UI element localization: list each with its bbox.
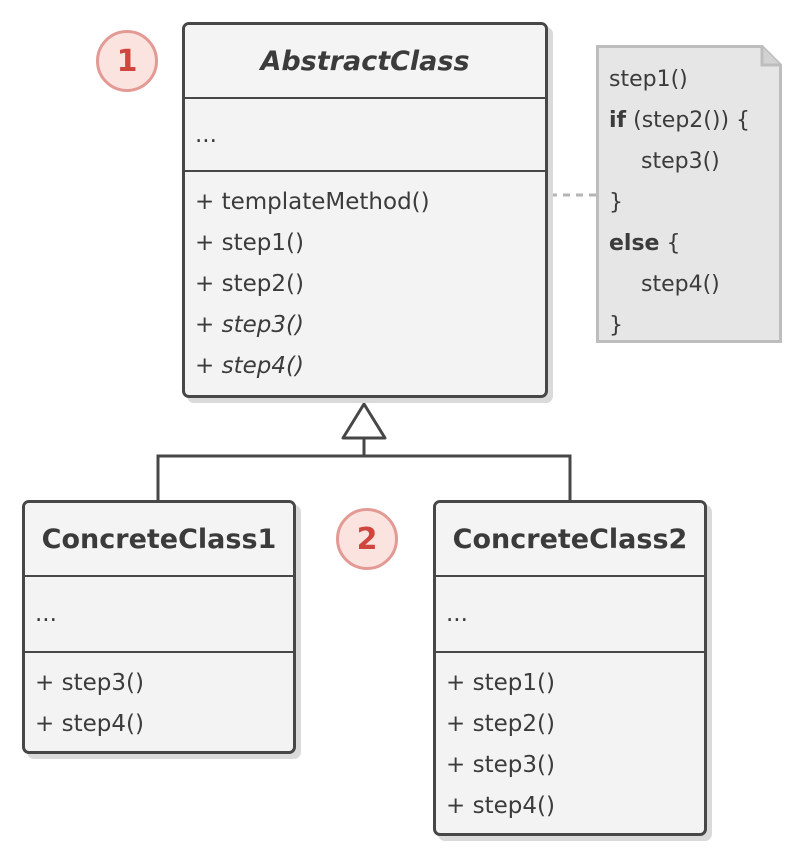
concrete-class-2-box: ConcreteClass2 ... + step1() + step2() +… — [433, 500, 707, 836]
method-step2: + step2() — [195, 271, 304, 297]
method-step3: + step3() — [35, 670, 144, 696]
class-name: ConcreteClass2 — [436, 503, 704, 577]
class-name: ConcreteClass1 — [25, 503, 293, 577]
note-line-close-else: } — [609, 313, 623, 338]
note-shape — [596, 45, 782, 343]
note-line-close-if: } — [609, 190, 623, 215]
step-badge-1: 1 — [96, 30, 158, 92]
abstract-class-box: AbstractClass ... + templateMethod() + s… — [182, 22, 548, 398]
template-method-note: step1() if (step2()) { step3() } else { … — [596, 45, 782, 343]
note-line-step4: step4() — [641, 272, 720, 297]
note-line-if: if (step2()) { — [609, 100, 750, 141]
inheritance-branch — [156, 454, 572, 502]
method-step2: + step2() — [446, 711, 555, 737]
note-code: step1() if (step2()) { step3() } else { … — [609, 59, 750, 346]
method-step1: + step1() — [195, 230, 304, 256]
method-template-method: + templateMethod() — [195, 189, 430, 215]
method-step3-abstract: + step3() — [195, 312, 304, 338]
class-name: AbstractClass — [185, 25, 545, 99]
class-methods: + templateMethod() + step1() + step2() +… — [185, 172, 545, 387]
class-methods: + step1() + step2() + step3() + step4() — [436, 653, 704, 827]
method-step4: + step4() — [446, 793, 555, 819]
note-line-step1: step1() — [609, 67, 688, 92]
class-fields: ... — [436, 577, 704, 653]
note-line-step3: step3() — [641, 149, 720, 174]
method-step4-abstract: + step4() — [195, 353, 304, 379]
step-badge-2: 2 — [336, 508, 398, 570]
method-step4: + step4() — [35, 711, 144, 737]
class-fields: ... — [25, 577, 293, 653]
method-step3: + step3() — [446, 752, 555, 778]
class-methods: + step3() + step4() — [25, 653, 293, 745]
note-line-else: else { — [609, 223, 750, 264]
if-keyword: if — [609, 108, 627, 133]
concrete-class-1-box: ConcreteClass1 ... + step3() + step4() — [22, 500, 296, 754]
else-keyword: else — [609, 231, 660, 256]
class-fields: ... — [185, 99, 545, 172]
inheritance-arrow-icon — [341, 402, 387, 440]
else-brace: { — [659, 231, 681, 256]
if-condition: (step2()) { — [626, 108, 751, 133]
method-step1: + step1() — [446, 670, 555, 696]
